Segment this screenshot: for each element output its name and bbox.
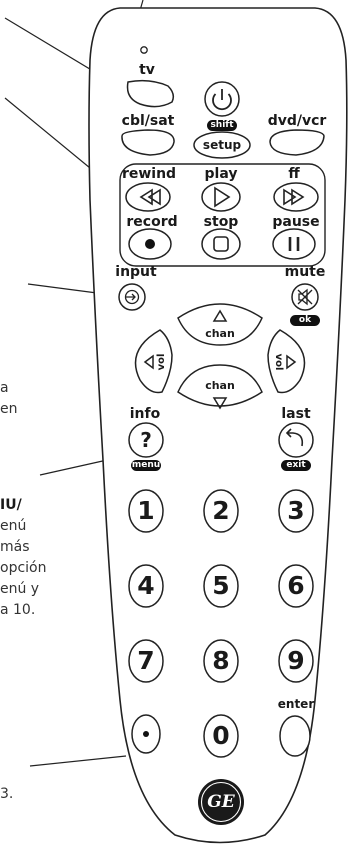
dvd-vcr-button <box>269 129 325 156</box>
cbl-sat-button <box>121 129 175 156</box>
key-8-label: 8 <box>212 646 230 675</box>
record-label: record <box>126 214 178 230</box>
stop-label: stop <box>203 214 239 230</box>
info-label: info <box>129 406 161 422</box>
key-8 <box>203 639 239 683</box>
side-text-a1: a <box>0 380 9 396</box>
side-text-a2: en <box>0 401 18 417</box>
ff-label: ff <box>288 166 300 182</box>
enter-button <box>279 715 311 757</box>
remote-body <box>88 7 348 844</box>
dvd-vcr-label: dvd/vcr <box>267 113 327 129</box>
key-4 <box>128 564 164 608</box>
key-6 <box>278 564 314 608</box>
mute-label: mute <box>284 264 326 280</box>
chan-up-button <box>177 303 263 346</box>
dot-icon <box>143 731 149 737</box>
vol-right-label: vol <box>273 353 284 371</box>
cbl-sat-label: cbl/sat <box>121 113 175 129</box>
pause-button <box>272 228 316 260</box>
key-0-label: 0 <box>212 721 230 750</box>
ge-logo <box>198 779 244 825</box>
play-label: play <box>204 166 238 182</box>
setup-label: setup <box>202 138 242 152</box>
chan-down-button <box>177 364 263 407</box>
pause-label: pause <box>272 214 320 230</box>
vol-left-button <box>134 329 173 394</box>
side-text-b6: a 10. <box>0 602 36 618</box>
chan-down-label: chan <box>205 379 235 392</box>
ge-logo-text: GE <box>207 792 235 812</box>
key-7-label: 7 <box>137 646 155 675</box>
last-icon <box>288 432 304 447</box>
rewind-label: rewind <box>121 166 177 182</box>
tv-label: tv <box>139 62 155 78</box>
side-text-c1: 3. <box>0 786 14 802</box>
info-question-mark: ? <box>140 428 152 452</box>
key-2-label: 2 <box>212 496 230 525</box>
play-icon <box>214 186 231 208</box>
chan-down-icon <box>212 397 228 410</box>
vol-right-icon <box>286 354 297 370</box>
stop-icon <box>213 236 229 252</box>
key-1-label: 1 <box>137 496 155 525</box>
play-button <box>201 182 241 212</box>
callout-line-dot <box>29 755 127 767</box>
key-9-label: 9 <box>287 646 305 675</box>
setup-button <box>193 131 251 159</box>
chan-up-label: chan <box>205 327 235 340</box>
last-label: last <box>281 406 311 422</box>
input-label: input <box>115 264 157 280</box>
last-button <box>278 422 314 458</box>
transport-group <box>119 163 326 267</box>
side-text-b5: enú y <box>0 581 40 597</box>
key-7 <box>128 639 164 683</box>
key-3 <box>278 489 314 533</box>
led-indicator <box>140 46 148 54</box>
vol-left-label: vol <box>156 353 167 371</box>
key-4-label: 4 <box>137 571 155 600</box>
vol-left-icon <box>143 354 154 370</box>
ok-pill: ok <box>290 315 320 326</box>
record-icon <box>145 239 155 249</box>
key-3-label: 3 <box>287 496 305 525</box>
enter-label: enter <box>277 697 315 711</box>
tv-button <box>126 79 175 108</box>
side-text-b2: enú <box>0 518 27 534</box>
chan-up-icon <box>212 309 228 322</box>
shift-pill: shift <box>207 120 237 131</box>
key-2 <box>203 489 239 533</box>
side-text-b3: más <box>0 539 30 555</box>
key-5-label: 5 <box>212 571 230 600</box>
info-button <box>128 422 164 458</box>
rewind-icon <box>139 188 161 206</box>
input-icon <box>124 289 140 305</box>
side-text-b1: IU/ <box>0 497 22 513</box>
key-0 <box>203 714 239 758</box>
key-6-label: 6 <box>287 571 305 600</box>
power-icon <box>212 93 232 111</box>
menu-pill: menu <box>131 460 161 471</box>
key-1 <box>128 489 164 533</box>
key-5 <box>203 564 239 608</box>
ff-icon <box>283 188 305 206</box>
side-text-b4: opción <box>0 560 47 576</box>
stop-button <box>201 228 241 260</box>
key-9 <box>278 639 314 683</box>
exit-pill: exit <box>281 460 311 471</box>
vol-right-button <box>267 329 306 394</box>
